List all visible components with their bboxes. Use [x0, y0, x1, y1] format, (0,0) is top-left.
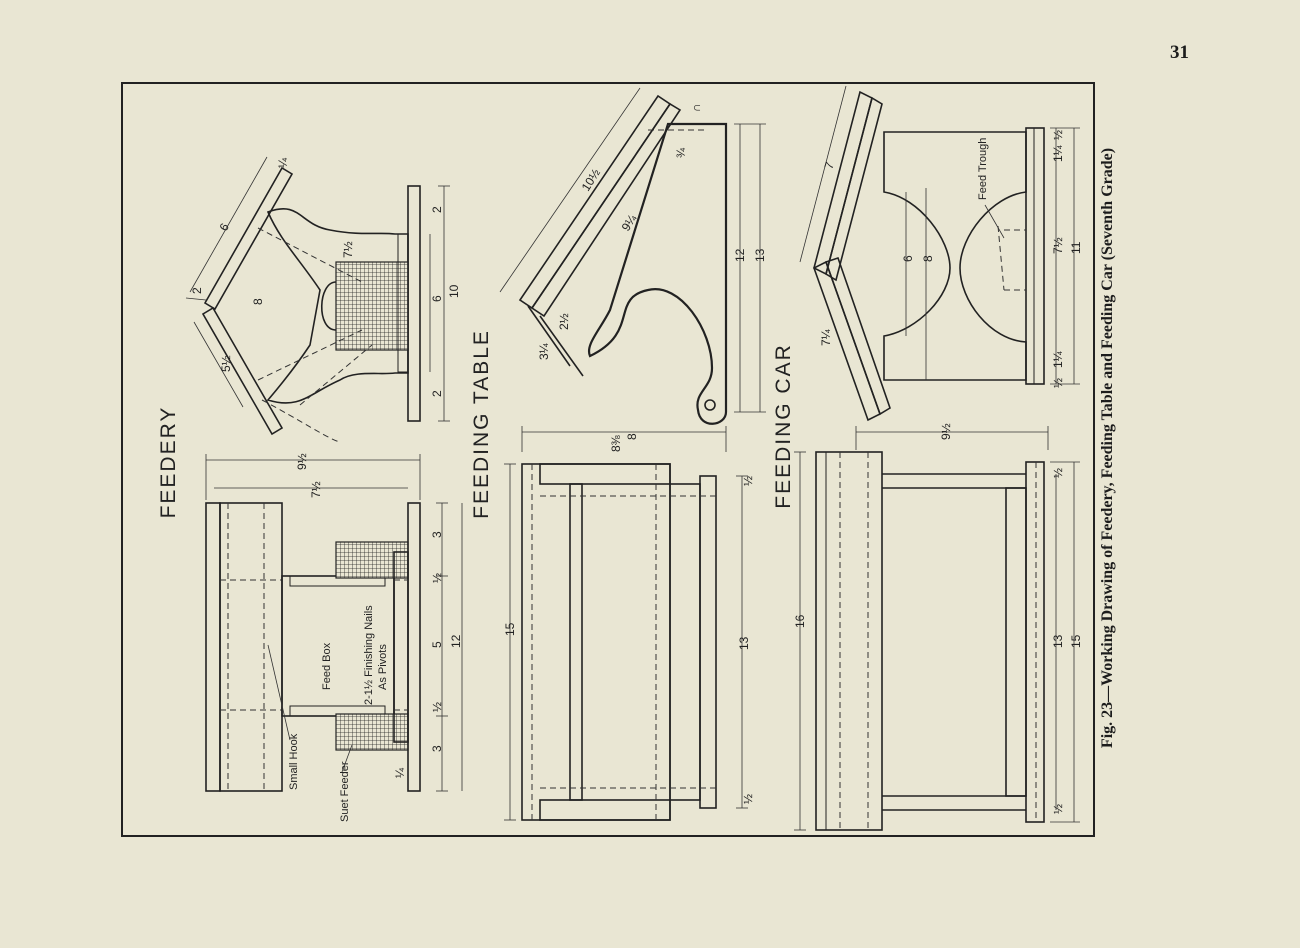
feedery-bracket: [257, 207, 409, 443]
dim-t-3-4: ¾: [674, 147, 688, 158]
table-bracket: [587, 122, 728, 425]
dim-c-12b: ½: [1051, 378, 1065, 388]
label-feed-box: Feed Box: [321, 642, 333, 690]
dim-c-7b: 7¼: [819, 328, 833, 346]
dim-c-h1: ½: [1051, 468, 1065, 478]
dim-t-u: ∩: [689, 103, 703, 112]
dim-c-11: 11: [1069, 241, 1083, 254]
feedery-elevation: [205, 502, 421, 792]
dim-c-12a: ½: [1051, 130, 1065, 140]
dim-t-15: 15: [503, 622, 517, 636]
dim-c-8: 8: [921, 255, 935, 262]
dim-f-5: 5½: [219, 355, 233, 372]
label-small-hook: Small Hook: [288, 733, 300, 790]
label-finishing-nails: 2-1½ Finishing Nails: [363, 605, 375, 705]
label-as-pivots: As Pivots: [377, 644, 389, 690]
dim-f-base-6: 6: [430, 295, 444, 302]
dim-t-half-b: ½: [741, 794, 755, 804]
dim-f-7-5: 7½: [341, 241, 355, 258]
drawing-border: [121, 82, 1095, 837]
dim-t-13: 13: [753, 248, 767, 262]
dim-c-15: 15: [1069, 634, 1083, 648]
feedery-roof: [185, 156, 294, 436]
dim-c-14b: 1¼: [1051, 350, 1065, 368]
feeding-table-title: FEEDING TABLE: [470, 329, 493, 519]
feedery-group: FEEDERY 6 2 ¼ 5½ 8 7: [157, 156, 463, 822]
dim-c-16: 16: [793, 614, 807, 628]
dim-c-6: 6: [901, 255, 915, 262]
dim-t-2: 2½: [557, 313, 571, 330]
feedery-mesh-side-bottom: [335, 713, 409, 751]
dim-f-base-10: 10: [447, 284, 461, 298]
dim-c-9: 9½: [939, 423, 953, 440]
dim-t-9: 9¼: [619, 211, 640, 233]
feedery-base-plate: [407, 185, 421, 422]
dim-f-quarter: ¼: [276, 157, 290, 168]
dim-c-14a: 1¼: [1051, 144, 1065, 162]
dim-f-base-2a: 2: [430, 206, 444, 213]
table-board: [518, 94, 672, 310]
feeding-car-group: FEEDING CAR 7 7¼ 6 8 7½ 11 1¼ 1¼ ½ ½: [772, 85, 1083, 831]
feedery-title: FEEDERY: [157, 406, 180, 519]
dim-c-13: 13: [1051, 634, 1065, 648]
feedery-mesh-side-top: [335, 541, 409, 579]
table-elevation: [521, 463, 717, 821]
page-number: 31: [1170, 42, 1189, 63]
dim-f-12: 12: [449, 634, 463, 648]
feedery-mesh-top: [335, 261, 409, 351]
dim-t-half-a: ½: [741, 476, 755, 486]
dim-f-7: 7½: [309, 481, 323, 498]
dim-t-13b: 13: [737, 636, 751, 650]
dim-f-5b: 5: [430, 641, 444, 648]
dim-f-3a: 3: [430, 531, 444, 538]
dim-f-9: 9½: [295, 453, 309, 470]
dim-c-75: 7½: [1051, 237, 1065, 254]
dim-t-12: 12: [733, 248, 747, 262]
dim-t-8: 8: [625, 433, 639, 440]
car-elevation: [815, 451, 1045, 831]
dim-t-8b: 8⅜: [609, 434, 623, 452]
dim-f-8: 8: [251, 298, 265, 305]
dim-f-3b: 3: [430, 745, 444, 752]
label-feed-trough: Feed Trough: [977, 138, 989, 200]
dim-c-h2: ½: [1051, 804, 1065, 814]
dim-f-half-a: ½: [430, 573, 444, 583]
feeding-car-title: FEEDING CAR: [772, 343, 795, 509]
feeding-table-group: FEEDING TABLE 10½ 9¼ 2½ 3¼ 12 13 ¾ ∩ 8 8…: [470, 87, 767, 821]
dim-f-2: 2: [190, 287, 204, 294]
dim-f-base-2b: 2: [430, 390, 444, 397]
dim-t-10: 10½: [579, 166, 603, 193]
car-roof: [813, 90, 873, 276]
dim-c-7: 7: [822, 160, 837, 171]
dim-f-quarter-b: ¼: [393, 767, 407, 778]
dim-t-3: 3¼: [537, 342, 551, 360]
dim-f-half-b: ½: [430, 702, 444, 712]
label-suet-feeder: Suet Feeder: [339, 761, 351, 822]
